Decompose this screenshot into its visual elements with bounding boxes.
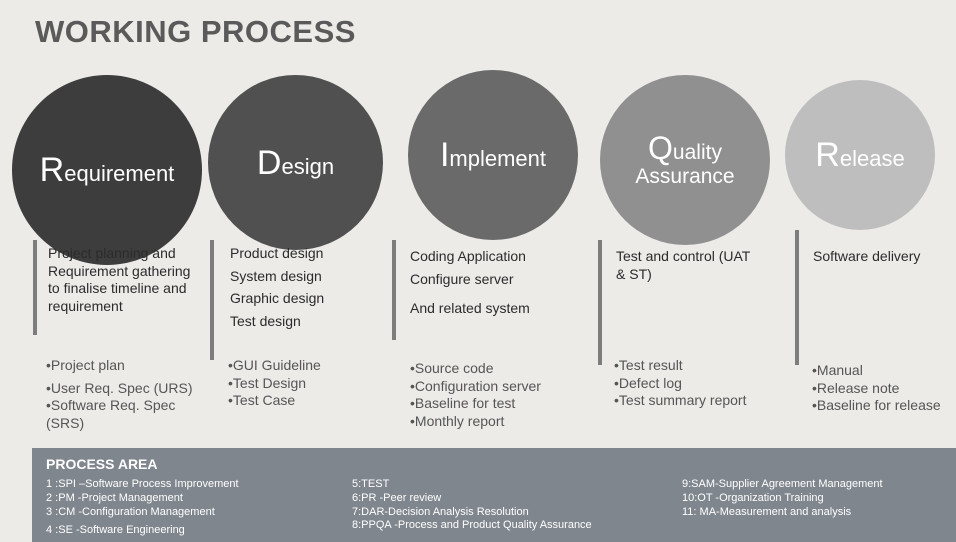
process-area-title: PROCESS AREA — [46, 456, 158, 472]
divider-bar — [795, 230, 799, 365]
divider-bar — [392, 240, 396, 340]
divider-bar — [210, 240, 214, 360]
divider-bar — [33, 240, 37, 335]
deliverables-release: •Manual •Release note •Baseline for rele… — [812, 362, 941, 413]
stage-implement-circle: Implement — [408, 70, 578, 240]
deliverables-requirement: •Project plan •User Req. Spec (URS) •Sof… — [46, 357, 193, 431]
divider-bar — [598, 240, 602, 365]
stage-release-label: Release — [815, 136, 905, 174]
stage-implement-label: Implement — [439, 136, 547, 174]
activities-requirement: Project planning and Requirement gatheri… — [48, 245, 191, 314]
activities-release: Software delivery — [813, 248, 921, 264]
stage-design-label: Design — [256, 143, 335, 182]
activities-design: Product design System design Graphic des… — [230, 245, 325, 329]
page-title: WORKING PROCESS — [35, 14, 356, 49]
deliverables-design: •GUI Guideline •Test Design •Test Case — [228, 357, 321, 408]
deliverables-implement: •Source code •Configuration server •Base… — [410, 360, 541, 429]
process-area-panel: PROCESS AREA 1 :SPI –Software Process Im… — [32, 448, 956, 542]
process-area-column-3: 9:SAM-Supplier Agreement Management 10:O… — [682, 478, 883, 518]
stage-release-circle: Release — [785, 80, 935, 230]
process-area-column-1: 1 :SPI –Software Process Improvement 2 :… — [46, 478, 239, 537]
activities-implement: Coding Application Configure server And … — [410, 248, 530, 316]
activities-quality-assurance: Test and control (UAT & ST) — [616, 248, 751, 282]
deliverables-quality-assurance: •Test result •Defect log •Test summary r… — [614, 357, 747, 408]
stage-requirement-label: Requirement — [39, 151, 175, 189]
process-area-column-2: 5:TEST 6:PR -Peer review 7:DAR-Decision … — [352, 478, 592, 532]
stage-requirement-circle: Requirement — [12, 75, 202, 265]
stage-design-circle: Design — [208, 75, 383, 250]
